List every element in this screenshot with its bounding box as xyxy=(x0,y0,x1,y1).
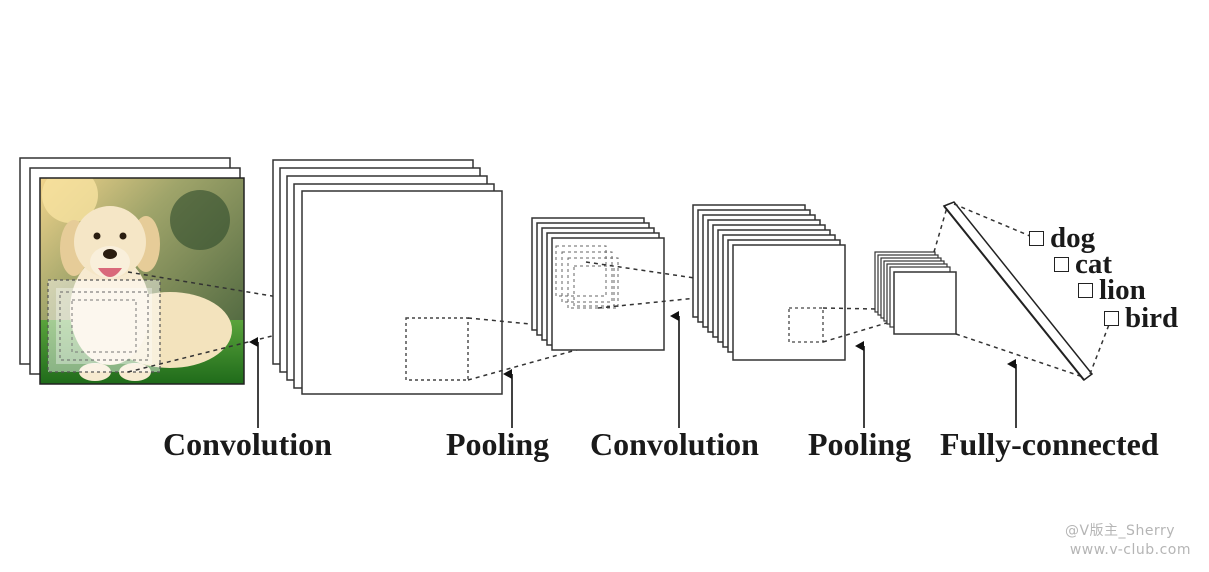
class-checkbox-icon xyxy=(1054,256,1069,272)
watermark-author: @V版主_Sherry xyxy=(1064,523,1175,539)
class-checkbox-icon xyxy=(1078,282,1093,298)
class-label-text: lion xyxy=(1099,274,1146,306)
conv2-pool-window xyxy=(788,307,824,343)
watermark-url: www.v-club.com xyxy=(1069,542,1191,558)
class-label-lion: lion xyxy=(1078,275,1146,305)
pool1-feature-maps xyxy=(531,217,665,351)
class-label-cat: cat xyxy=(1054,249,1112,279)
conv1-pool-window xyxy=(405,317,469,381)
stage-label-fully-connected: Fully-connected xyxy=(940,426,1159,462)
pool2-feature-maps xyxy=(874,251,957,335)
stage-label-pooling-1: Pooling xyxy=(446,426,550,462)
class-checkbox-icon xyxy=(1029,230,1044,246)
pool1-conv-window xyxy=(555,245,619,309)
class-label-dog: dog xyxy=(1029,223,1095,253)
class-label-text: dog xyxy=(1050,222,1096,254)
fully-connected-layer xyxy=(942,201,1094,382)
stage-label-convolution-1: Convolution xyxy=(163,426,332,462)
class-label-bird: bird xyxy=(1104,303,1178,333)
class-label-text: bird xyxy=(1125,302,1179,334)
input-image-stack xyxy=(19,157,245,385)
stage-label-pooling-2: Pooling xyxy=(808,426,912,462)
dog-photo xyxy=(40,178,244,384)
projection-fc-classes xyxy=(953,203,1111,375)
class-label-text: cat xyxy=(1075,248,1113,280)
stage-arrows xyxy=(249,311,1017,428)
conv2-feature-maps xyxy=(692,204,846,361)
projection-pool2-fc xyxy=(933,203,1087,379)
stage-label-convolution-2: Convolution xyxy=(590,426,759,462)
class-checkbox-icon xyxy=(1104,310,1119,326)
